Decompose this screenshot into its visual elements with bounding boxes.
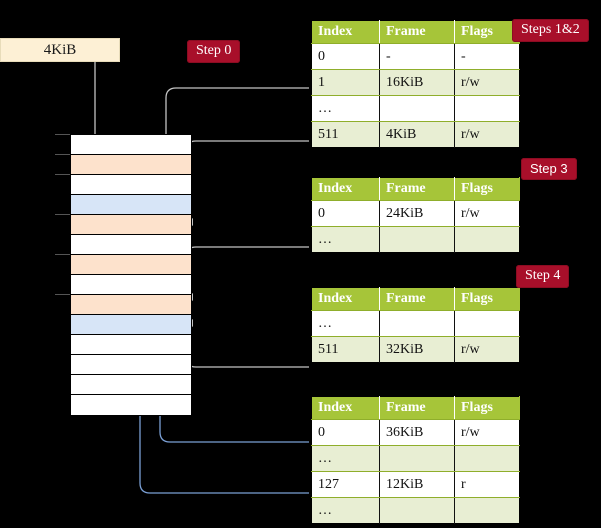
request-size-box: 4KiB bbox=[0, 38, 120, 62]
table-row: 0-- bbox=[311, 43, 520, 70]
memory-frame-row bbox=[71, 335, 191, 355]
table-cell-index: … bbox=[311, 445, 380, 472]
column-header-index: Index bbox=[311, 177, 380, 201]
memory-frame-row bbox=[71, 355, 191, 375]
table-row: … bbox=[311, 95, 520, 122]
step-badge-step0: Step 0 bbox=[187, 40, 241, 63]
memory-frame-tick bbox=[55, 294, 70, 295]
table-cell-index: … bbox=[311, 226, 380, 253]
step-badge-step4: Step 4 bbox=[516, 265, 570, 288]
column-header-flags: Flags bbox=[454, 287, 520, 311]
memory-frame-row bbox=[71, 215, 191, 235]
wire-step3b bbox=[185, 319, 309, 368]
column-header-index: Index bbox=[311, 20, 380, 44]
memory-frame-row bbox=[71, 155, 191, 175]
table-cell-index: 0 bbox=[311, 200, 380, 227]
table-cell-flags: r/w bbox=[454, 200, 520, 227]
memory-frame-tick bbox=[55, 154, 70, 155]
step-badge-step3: Step 3 bbox=[521, 158, 577, 180]
column-header-index: Index bbox=[311, 287, 380, 311]
table-cell-flags bbox=[454, 95, 520, 122]
memory-frame-row bbox=[71, 235, 191, 255]
column-header-flags: Flags bbox=[454, 177, 520, 201]
memory-frame-row bbox=[71, 395, 191, 415]
column-header-frame: Frame bbox=[379, 20, 455, 44]
table-cell-flags: r/w bbox=[454, 69, 520, 96]
step-badge-steps12: Steps 1&2 bbox=[512, 19, 589, 42]
table-row: … bbox=[311, 445, 520, 472]
table-cell-frame: 16KiB bbox=[379, 69, 455, 96]
table-cell-index: 511 bbox=[311, 336, 380, 363]
table-cell-index: 127 bbox=[311, 471, 380, 498]
table-cell-flags: r bbox=[454, 471, 520, 498]
table-cell-frame bbox=[379, 226, 455, 253]
column-header-frame: Frame bbox=[379, 177, 455, 201]
memory-frame-row bbox=[71, 275, 191, 295]
table-cell-frame: 36KiB bbox=[379, 419, 455, 446]
table-cell-frame: 12KiB bbox=[379, 471, 455, 498]
memory-frame-row bbox=[71, 315, 191, 335]
table-cell-frame bbox=[379, 497, 455, 524]
table-cell-index: 0 bbox=[311, 43, 380, 70]
table-cell-frame: 4KiB bbox=[379, 121, 455, 148]
memory-frame-row bbox=[71, 195, 191, 215]
column-header-frame: Frame bbox=[379, 396, 455, 420]
table-cell-frame bbox=[379, 95, 455, 122]
table-cell-flags bbox=[454, 226, 520, 253]
table-cell-frame bbox=[379, 445, 455, 472]
table-row: … bbox=[311, 226, 520, 253]
table-cell-flags: r/w bbox=[454, 121, 520, 148]
memory-frame-row bbox=[71, 295, 191, 315]
table-cell-flags: r/w bbox=[454, 336, 520, 363]
column-header-flags: Flags bbox=[454, 20, 520, 44]
memory-frame-tick bbox=[55, 174, 70, 175]
column-header-index: Index bbox=[311, 396, 380, 420]
table-cell-index: … bbox=[311, 497, 380, 524]
table-cell-index: … bbox=[311, 95, 380, 122]
table-cell-index: 511 bbox=[311, 121, 380, 148]
table-cell-frame: 24KiB bbox=[379, 200, 455, 227]
table-row: … bbox=[311, 310, 520, 337]
table-cell-index: 0 bbox=[311, 419, 380, 446]
memory-frame-row bbox=[71, 375, 191, 395]
table-row: … bbox=[311, 497, 520, 524]
table-cell-frame bbox=[379, 310, 455, 337]
column-header-frame: Frame bbox=[379, 287, 455, 311]
table-cell-frame: 32KiB bbox=[379, 336, 455, 363]
table-cell-flags bbox=[454, 445, 520, 472]
memory-frame-row bbox=[71, 135, 191, 155]
table-cell-frame: - bbox=[379, 43, 455, 70]
column-header-flags: Flags bbox=[454, 396, 520, 420]
table-cell-index: 1 bbox=[311, 69, 380, 96]
table-cell-flags bbox=[454, 497, 520, 524]
physical-memory-bar bbox=[70, 134, 192, 416]
table-cell-flags: r/w bbox=[454, 419, 520, 446]
table-cell-flags bbox=[454, 310, 520, 337]
memory-frame-row bbox=[71, 255, 191, 275]
memory-frame-tick bbox=[55, 134, 70, 135]
memory-frame-tick bbox=[55, 214, 70, 215]
table-cell-flags: - bbox=[454, 43, 520, 70]
wire-step3 bbox=[185, 246, 309, 301]
request-size-label: 4KiB bbox=[43, 42, 77, 58]
memory-frame-tick bbox=[55, 254, 70, 255]
memory-frame-row bbox=[71, 175, 191, 195]
table-cell-index: … bbox=[311, 310, 380, 337]
